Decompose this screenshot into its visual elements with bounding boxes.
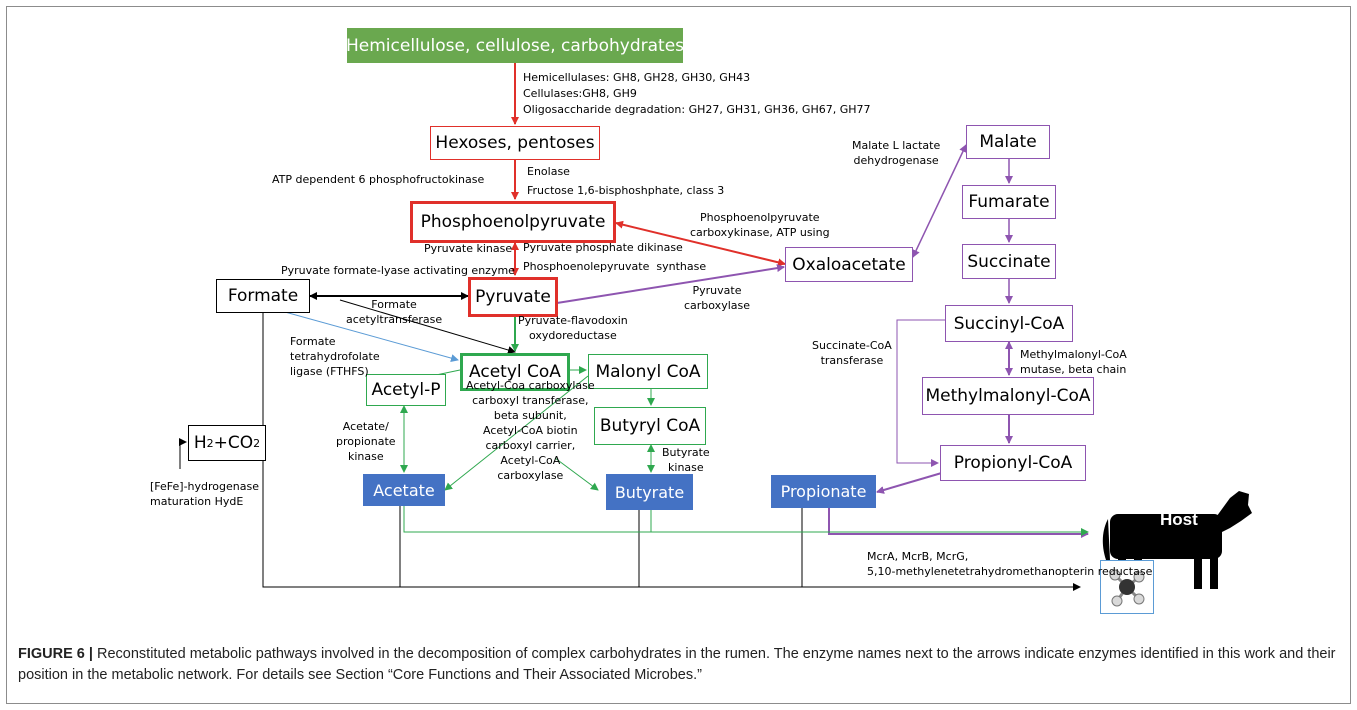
co2-text: +CO (213, 433, 254, 453)
acetyl-p-node: Acetyl-P (366, 374, 446, 406)
acetyl-coa-node: Acetyl CoA (460, 353, 570, 391)
succinate-coa-transferase-label: Succinate-CoA transferase (812, 339, 892, 367)
pfor-label: Pyruvate-flavodoxin oxydoreductase (518, 314, 628, 342)
methylmalonyl-coa-mutase-label: Methylmalonyl-CoA mutase, beta chain (1020, 348, 1127, 376)
hydrogenase-label: [FeFe]-hydrogenase maturation HydE (150, 480, 259, 508)
acetate-node: Acetate (363, 474, 445, 506)
oxaloacetate-node: Oxaloacetate (785, 247, 913, 282)
hemicellulose-node: Hemicellulose, cellulose, carbohydrates (346, 28, 684, 63)
formate-acetyltransferase-label: Formate acetyltransferase (346, 298, 443, 326)
malonyl-coa-node: Malonyl CoA (588, 354, 708, 389)
figure-frame (6, 6, 1351, 704)
pyruvate-carboxylase-label: Pyruvate carboxylase (684, 284, 750, 312)
butyrate-node: Butyrate (606, 474, 693, 510)
co2-subscript: 2 (253, 436, 261, 450)
fumarate-node: Fumarate (962, 185, 1056, 219)
caption-text: Reconstituted metabolic pathways involve… (18, 646, 1336, 683)
formate-node: Formate (216, 279, 310, 313)
methylmalonyl-coa-node: Methylmalonyl-CoA (922, 377, 1094, 415)
methane-molecule-icon (1100, 560, 1154, 614)
h2-text: H (193, 433, 207, 453)
h2-subscript: 2 (206, 436, 214, 450)
succinate-node: Succinate (962, 244, 1056, 279)
malate-ldh-label: Malate L lactate dehydrogenase (852, 139, 941, 167)
phosphoenolpyruvate-node: Phosphoenolpyruvate (410, 201, 616, 243)
cellulases-label: Cellulases:GH8, GH9 (523, 87, 637, 100)
butyrate-kinase-label: Butyrate kinase (662, 446, 710, 474)
malate-node: Malate (966, 125, 1050, 159)
enolase-label: Enolase (527, 165, 570, 178)
pfl-activating-label: Pyruvate formate-lyase activating enzyme (281, 264, 515, 277)
propionyl-coa-node: Propionyl-CoA (940, 445, 1086, 481)
hexoses-node: Hexoses, pentoses (430, 126, 600, 160)
pyruvate-node: Pyruvate (468, 277, 558, 317)
succinyl-coa-node: Succinyl-CoA (945, 305, 1073, 342)
caption-label: FIGURE 6 | (18, 646, 93, 662)
fthfs-label: Formate tetrahydrofolate ligase (FTHFS) (290, 335, 380, 378)
atp-pfk-label: ATP dependent 6 phosphofructokinase (272, 173, 485, 186)
mcr-label: McrA, McrB, McrG, 5,10-methylenetetrahyd… (867, 550, 1153, 578)
butyryl-coa-node: Butyryl CoA (594, 407, 706, 445)
propionate-node: Propionate (771, 475, 876, 508)
pep-synthase-label: Phosphoenolepyruvate synthase (523, 260, 707, 273)
pep-carboxykinase-label: Phosphoenolpyruvate carboxykinase, ATP u… (690, 211, 830, 239)
fructose-label: Fructose 1,6-bisphoshphate, class 3 (527, 184, 725, 197)
figure-caption: FIGURE 6 | Reconstituted metabolic pathw… (18, 644, 1338, 686)
acetate-kinase-label: Acetate/ propionate kinase (336, 420, 396, 463)
hemicellulases-label: Hemicellulases: GH8, GH28, GH30, GH43 (523, 71, 751, 84)
acetyl-coa-carboxylase-label: Acetyl-Coa carboxylase carboxyl transfer… (466, 379, 595, 482)
ppdk-label: Pyruvate phosphate dikinase (523, 241, 683, 254)
host-label: Host (1160, 510, 1198, 529)
oligosaccharide-label: Oligosaccharide degradation: GH27, GH31,… (523, 103, 871, 116)
pyruvate-kinase-label: Pyruvate kinase (424, 242, 513, 255)
